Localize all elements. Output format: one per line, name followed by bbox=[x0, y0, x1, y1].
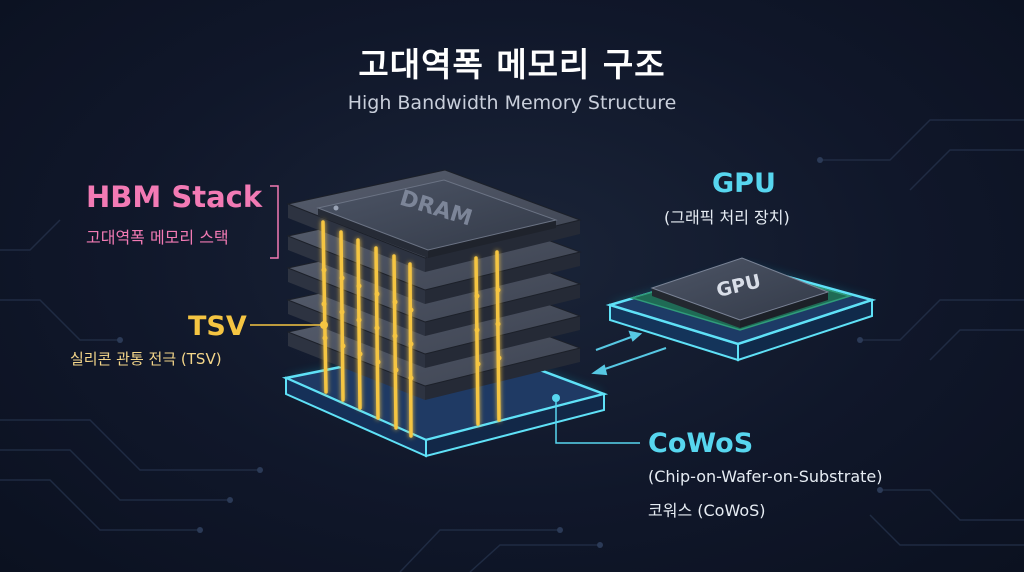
pin1-dot bbox=[333, 205, 339, 211]
tsv-leader bbox=[250, 321, 328, 329]
dram-die: DRAM bbox=[316, 179, 558, 258]
data-transfer-arrows bbox=[591, 330, 667, 376]
tsv-via bbox=[374, 246, 380, 420]
tsv-via bbox=[339, 230, 345, 402]
gpu-die: GPU bbox=[650, 257, 830, 328]
gpu-package: GPU bbox=[605, 257, 877, 362]
cowos-label: CoWoS bbox=[648, 428, 754, 459]
cowos-full-name: (Chip-on-Wafer-on-Substrate) bbox=[648, 467, 883, 486]
tsv-via bbox=[495, 250, 501, 422]
gpu-label-ko: (그래픽 처리 장치) bbox=[664, 208, 790, 227]
tsv-connectors bbox=[321, 220, 502, 438]
page-title: 고대역폭 메모리 구조 bbox=[358, 45, 666, 84]
hbm-bracket bbox=[270, 185, 279, 259]
hbm-stack-label-ko: 고대역폭 메모리 스택 bbox=[86, 228, 229, 247]
tsv-label-ko: 실리콘 관통 전극 (TSV) bbox=[70, 350, 222, 368]
tsv-via bbox=[408, 262, 413, 438]
hbm-stack: DRAM bbox=[286, 169, 582, 400]
hbm-stack-label: HBM Stack bbox=[86, 180, 263, 214]
page-subtitle: High Bandwidth Memory Structure bbox=[347, 92, 677, 114]
tsv-label: TSV bbox=[188, 311, 247, 342]
tsv-via bbox=[392, 254, 398, 430]
tsv-via bbox=[356, 238, 362, 410]
cowos-leader bbox=[552, 394, 640, 444]
gpu-label: GPU bbox=[712, 168, 776, 199]
cowos-label-ko: 코워스 (CoWoS) bbox=[648, 501, 766, 520]
tsv-via bbox=[321, 220, 328, 394]
tsv-via bbox=[474, 256, 480, 426]
